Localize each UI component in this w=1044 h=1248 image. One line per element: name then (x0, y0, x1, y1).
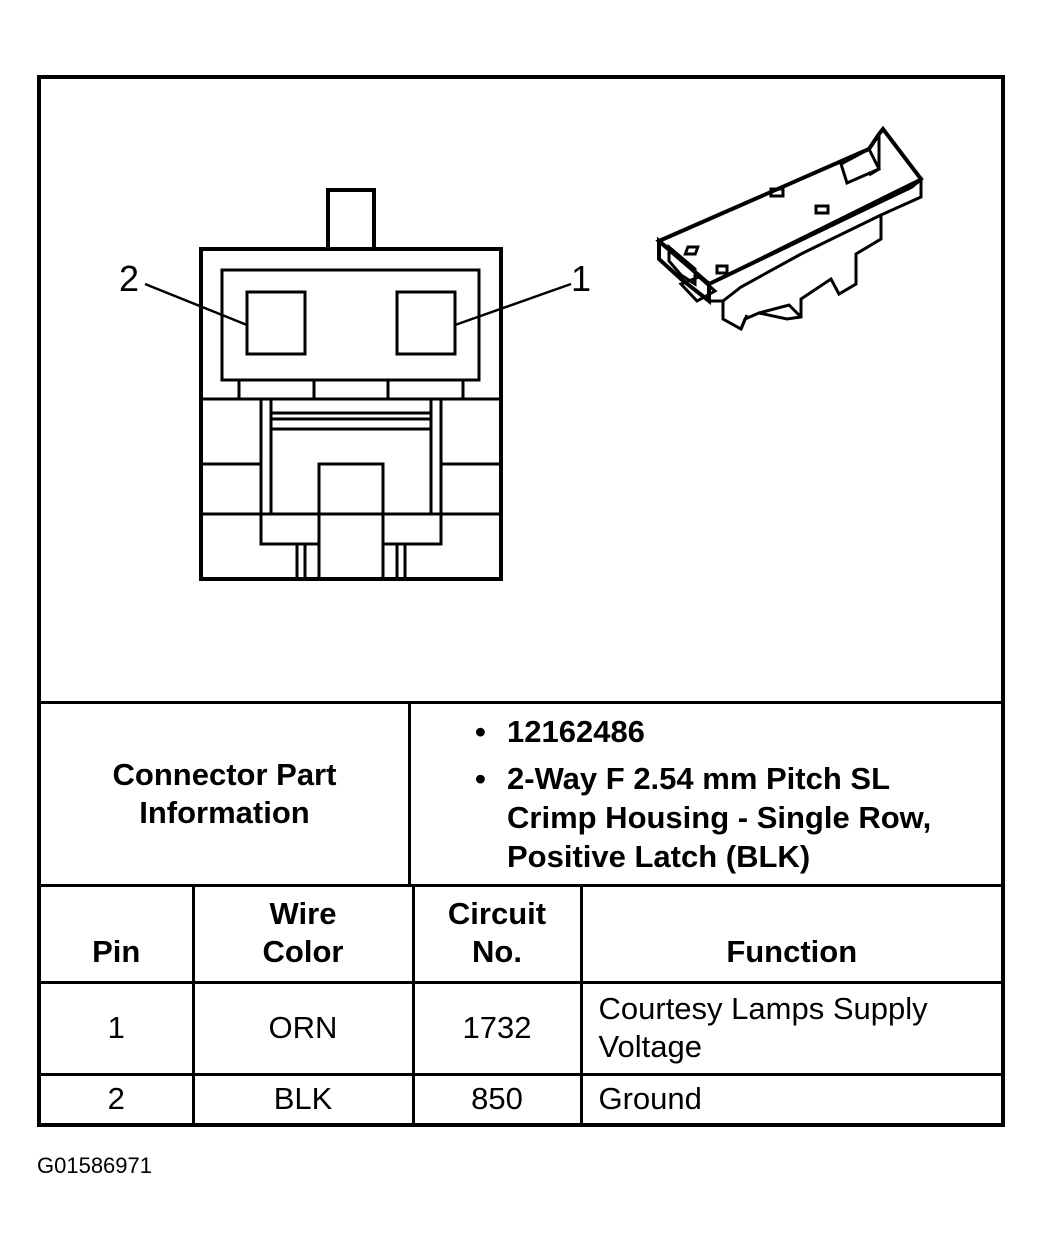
cell-wire-color: ORN (191, 980, 415, 1076)
cell-wire-color: BLK (191, 1072, 415, 1123)
header-pin: Pin (41, 887, 195, 984)
pin-2-callout: 2 (119, 258, 140, 299)
cell-pin: 2 (41, 1072, 195, 1123)
table-header-row: Pin Wire Color Circuit No. Function (41, 887, 1001, 984)
cell-pin: 1 (41, 980, 195, 1076)
part-number-item: •12162486 (475, 714, 645, 749)
cell-circuit-no: 1732 (411, 980, 583, 1076)
connector-diagram: 2 1 (41, 79, 1001, 701)
figure-code: G01586971 (37, 1153, 152, 1178)
housing-description-item: •2-Way F 2.54 mm Pitch SL Crimp Housing … (475, 761, 932, 874)
diagram-frame: 2 1 Connector Part Information •12162486… (37, 75, 1005, 1127)
pin-1-cavity (395, 290, 457, 356)
leader-line-1 (454, 282, 572, 327)
cell-function: Ground (579, 1072, 1001, 1123)
connector-face-view (199, 188, 503, 581)
bullet-icon: • (475, 761, 486, 796)
bullet-icon: • (475, 714, 486, 749)
leader-line-2 (144, 282, 248, 327)
pinout-table: Pin Wire Color Circuit No. Function 1 OR… (41, 887, 1001, 1123)
connector-info-list: •12162486 •2-Way F 2.54 mm Pitch SL Crim… (411, 704, 1001, 884)
header-circuit-no: Circuit No. (411, 887, 583, 984)
cell-circuit-no: 850 (411, 1072, 583, 1123)
table-row: 2 BLK 850 Ground (41, 1072, 1001, 1123)
header-function: Function (579, 887, 1001, 984)
pin-2-cavity (245, 290, 307, 356)
table-row: 1 ORN 1732 Courtesy Lamps Supply Voltage (41, 980, 1001, 1076)
connector-info-label: Connector Part Information (41, 704, 411, 884)
connector-isometric-view (655, 125, 924, 332)
cell-function: Courtesy Lamps Supply Voltage (579, 980, 1001, 1076)
connector-part-information: Connector Part Information •12162486 •2-… (41, 701, 1001, 887)
connector-face-drawing (144, 125, 924, 581)
pin-1-callout: 1 (571, 258, 592, 299)
header-wire-color: Wire Color (191, 887, 415, 984)
